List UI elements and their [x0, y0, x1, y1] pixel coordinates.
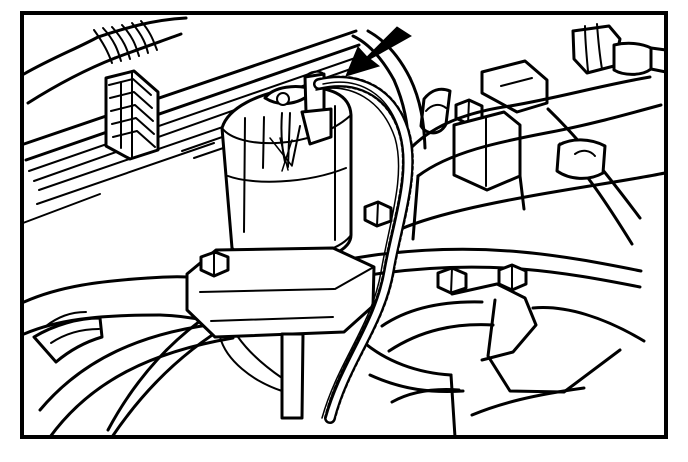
mounting-bolt-left — [199, 250, 230, 278]
fuel-rail-lines — [22, 29, 363, 224]
manifold-bolt-2 — [436, 266, 468, 295]
upper-hose — [22, 16, 188, 105]
intake-bracket — [419, 59, 549, 192]
clamp-bracket — [104, 69, 160, 161]
wire-harness — [313, 75, 414, 424]
top-right-connector — [571, 23, 668, 76]
valve-flange — [185, 246, 376, 420]
figure-border — [20, 11, 668, 439]
egr-valve — [220, 70, 353, 266]
lower-right-housing — [359, 282, 646, 439]
mounting-bolt-rear — [363, 200, 393, 228]
upper-vertical-hose — [351, 29, 427, 152]
arrow-icon — [345, 26, 412, 77]
